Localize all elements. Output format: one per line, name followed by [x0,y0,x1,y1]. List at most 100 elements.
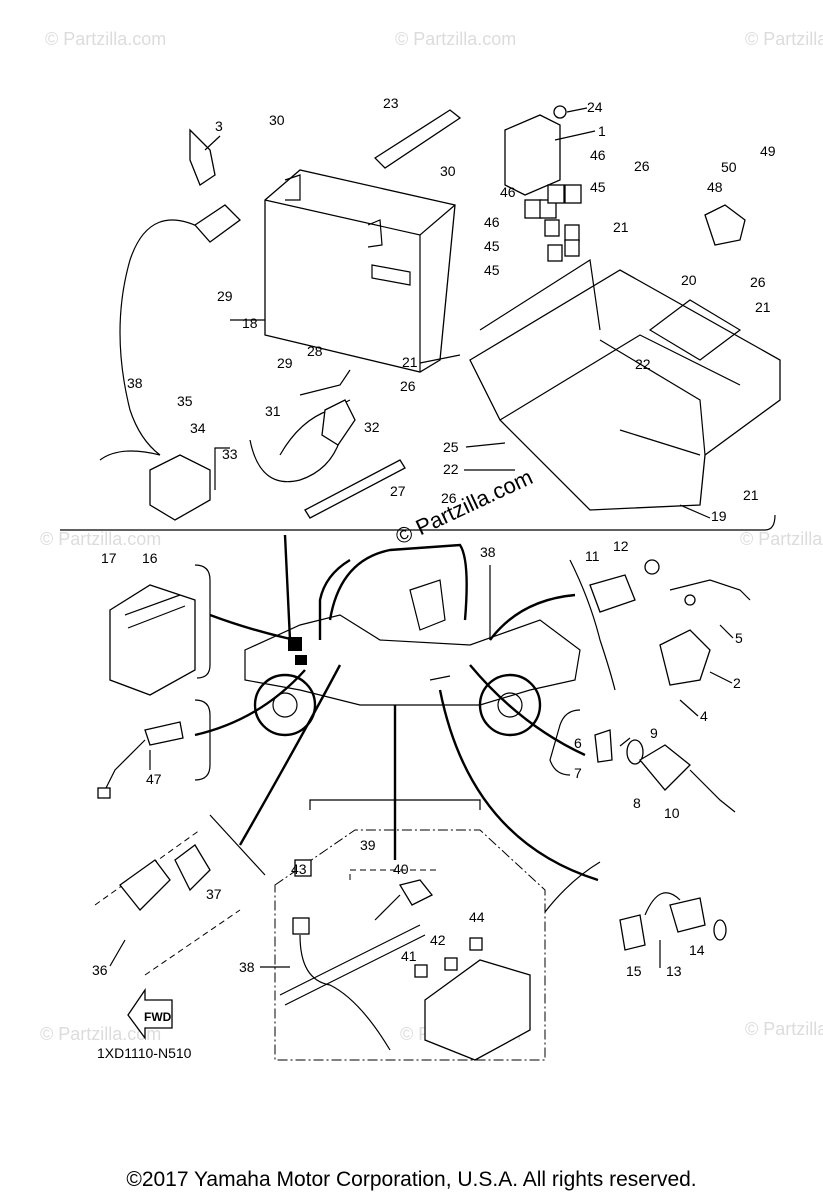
callout-7: 7 [574,765,582,781]
callout-38a: 38 [127,375,143,391]
relay-40 [398,879,434,906]
cable-cap [194,204,241,243]
callout-33: 33 [222,446,238,462]
callout-21b: 21 [755,299,771,315]
callout-43: 43 [291,861,307,877]
callout-26b: 26 [750,274,766,290]
callout-37: 37 [206,886,222,902]
leader-lines [194,534,599,882]
callout-29b: 29 [277,355,293,371]
callout-22a: 22 [635,356,651,372]
callout-34: 34 [190,420,206,436]
callout-3: 3 [215,118,223,134]
callout-19: 19 [711,508,727,524]
callout-14: 14 [689,942,705,958]
cable-holder [321,399,356,446]
callout-38b: 38 [480,544,496,560]
callout-leaders [109,107,734,968]
callout-30a: 30 [269,112,285,128]
callout-6: 6 [574,735,582,751]
callout-38c: 38 [239,959,255,975]
upper-assembly [60,105,781,531]
fwd-label: FWD [144,1010,172,1024]
callout-26a: 26 [634,158,650,174]
callout-50: 50 [721,159,737,175]
oring-9 [626,739,644,765]
oring-14 [713,919,727,941]
callout-21c: 21 [402,354,418,370]
battery-strap [373,109,462,169]
battery-tray [469,258,781,511]
callout-10: 10 [664,805,680,821]
sensor-48 [704,204,746,246]
battery-cable [119,219,206,456]
callout-28: 28 [307,343,323,359]
sensor-15 [619,914,646,951]
callout-29a: 29 [217,288,233,304]
fuse-42 [444,957,458,971]
starter-relay [149,454,211,521]
watermark: © Partzilla.com [745,1019,823,1039]
callout-30b: 30 [440,163,456,179]
callout-26d: 26 [441,490,457,506]
callout-17: 17 [101,550,117,566]
callout-45a: 45 [590,179,606,195]
watermark: © Partzilla.com [40,529,161,549]
callout-46b: 46 [500,184,516,200]
fuse-box-group [274,829,546,1061]
battery [264,169,456,373]
callout-11: 11 [585,548,600,564]
callout-27: 27 [390,483,406,499]
callout-5: 5 [735,630,743,646]
watermark: © Partzilla.com [740,529,823,549]
diagram-code: 1XD1110-N510 [97,1045,192,1061]
callout-15: 15 [626,963,642,979]
copyright-footer: ©2017 Yamaha Motor Corporation, U.S.A. A… [126,1168,697,1191]
section-divider [60,514,776,531]
watermark: © Partzilla.com [45,29,166,49]
watermark: © Partzilla.com [395,29,516,49]
callout-42: 42 [430,932,446,948]
watermark: © Partzilla.com [745,29,823,49]
callout-49: 49 [760,143,776,159]
relay-module [504,114,561,196]
watermark-center: © Partzilla.com [392,464,537,549]
callout-18: 18 [242,315,258,331]
relay-cluster [524,184,582,262]
sensor-47 [144,721,184,746]
fuse-44 [469,937,483,951]
callout-1: 1 [598,123,606,139]
callout-12: 12 [613,538,629,554]
callout-35: 35 [177,393,193,409]
callout-36: 36 [92,962,108,978]
callout-48: 48 [707,179,723,195]
bolt [553,105,567,119]
callout-41: 41 [401,948,417,964]
oring-12 [644,559,660,575]
fuse-41 [414,964,428,978]
clamp [189,128,216,186]
vehicle [244,543,581,737]
callout-2: 2 [733,675,741,691]
connector-43 [294,859,312,877]
callout-23: 23 [383,95,399,111]
callout-47: 47 [146,771,162,787]
callout-4: 4 [700,708,708,724]
side-components [97,584,211,911]
callout-26c: 26 [400,378,416,394]
callout-21a: 21 [613,219,629,235]
callout-13: 13 [666,963,682,979]
callout-31: 31 [265,403,281,419]
callout-46c: 46 [484,214,500,230]
sensor-8 [639,744,691,791]
callout-25: 25 [443,439,459,455]
spark-plug [594,729,613,763]
callout-9: 9 [650,725,658,741]
ignition-coil [659,629,711,686]
callout-44: 44 [469,909,485,925]
right-components [589,559,751,951]
switch-36 [119,859,171,911]
callout-21d: 21 [743,487,759,503]
callout-20: 20 [681,272,697,288]
